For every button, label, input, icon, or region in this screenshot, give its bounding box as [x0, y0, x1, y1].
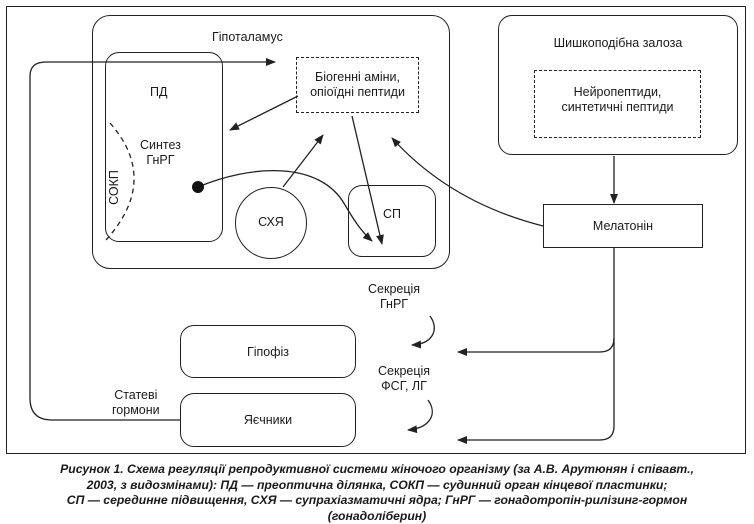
caption-line3: СП — серединне підвищення, СХЯ — супрахі… — [66, 493, 688, 507]
pineal-gland-label: Шишкоподібна залоза — [553, 36, 683, 50]
biogenic-amines-line1: Біогенні аміни, — [315, 70, 400, 84]
melatonin-to-pituitary-arrow — [457, 248, 615, 356]
sex-hormones-label: Статеві гормони — [112, 388, 160, 418]
figure-frame — [6, 6, 746, 454]
gnrh-secretion-arrow — [411, 315, 435, 349]
biogenic-to-sp-arrow — [351, 115, 384, 245]
sp-box — [348, 185, 436, 257]
biogenic-amines-label: Біогенні аміни, опіоїдні пептиди — [296, 70, 419, 100]
sex-hormones-line1: Статеві — [114, 388, 158, 402]
figure-caption: Рисунок 1. Схема регуляції репродуктивно… — [12, 462, 742, 524]
ovaries-label: Яєчники — [243, 413, 293, 427]
neuropeptides-line2: синтетичні пептиди — [561, 100, 674, 114]
sokp-arc — [105, 122, 135, 241]
sex-hormones-line2: гормони — [112, 403, 160, 417]
hypothalamus-box — [92, 15, 450, 269]
biogenic-to-pd-arrow — [229, 95, 299, 131]
gnrh-to-sp-curve — [197, 170, 373, 242]
schya-circle — [235, 187, 307, 259]
neuropeptides-line1: Нейропептиди, — [573, 85, 662, 99]
gnrh-secretion-label: Секреція ГнРГ — [368, 282, 420, 312]
melatonin-box — [543, 204, 703, 248]
gnrh-synthesis-line2: ГнРГ — [146, 153, 175, 167]
biogenic-amines-box — [296, 57, 419, 113]
caption-line1: Рисунок 1. Схема регуляції репродуктивно… — [60, 462, 694, 476]
gnrh-synthesis-label: Синтез ГнРГ — [140, 138, 181, 168]
pituitary-label: Гіпофіз — [246, 345, 290, 359]
sex-hormones-feedback-arrow — [29, 58, 276, 421]
melatonin-to-ovaries-arrow — [457, 338, 615, 444]
sp-label: СП — [382, 207, 401, 221]
gnrh-synthesis-line1: Синтез — [140, 138, 181, 152]
pineal-gland-box — [498, 15, 738, 155]
caption-line4: (гонадоліберин) — [327, 508, 427, 523]
gnrh-secretion-line1: Секреція — [368, 282, 421, 296]
neuropeptides-box — [534, 70, 701, 138]
melatonin-label: Мелатонін — [592, 219, 654, 233]
pd-label: ПД — [150, 85, 168, 99]
neuropeptides-label: Нейропептиди, синтетичні пептиди — [534, 85, 701, 115]
fsh-lh-secretion-line2: ФСГ, ЛГ — [381, 379, 427, 393]
fsh-lh-secretion-line1: Секреція — [378, 364, 431, 378]
schya-to-biogenic-arrow — [282, 134, 324, 188]
fsh-lh-secretion-arrow — [407, 399, 433, 434]
ovaries-box — [180, 393, 356, 447]
schya-label: СХЯ — [258, 215, 284, 229]
fsh-lh-secretion-label: Секреція ФСГ, ЛГ — [378, 364, 430, 394]
gnrh-synthesis-dot — [192, 181, 204, 193]
hypothalamus-label: Гіпоталамус — [212, 30, 283, 44]
caption-line2: 2003, з видозмінами): ПД — преоптична ді… — [86, 477, 668, 492]
biogenic-amines-line2: опіоїдні пептиди — [310, 85, 405, 99]
pd-box — [105, 52, 223, 242]
pituitary-box — [180, 325, 356, 378]
gnrh-secretion-line2: ГнРГ — [379, 297, 409, 311]
melatonin-to-biogenic-arrow — [391, 137, 544, 227]
